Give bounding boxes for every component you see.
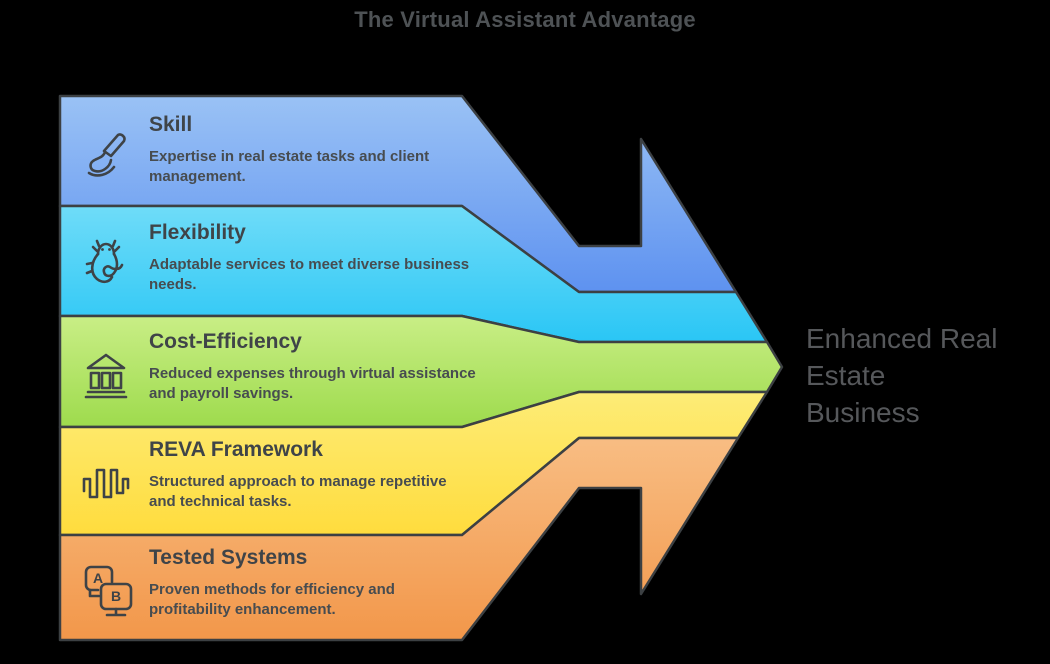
band-title: Cost-Efficiency	[149, 330, 302, 353]
band-description: Reduced expenses through virtual assista…	[149, 365, 476, 402]
band-skill: Skill Expertise in real estate tasks and…	[78, 113, 508, 187]
band-flexibility: Flexibility Adaptable services to meet d…	[78, 221, 508, 295]
band-description: Proven methods for efficiency and profit…	[149, 581, 395, 618]
band-description: Expertise in real estate tasks and clien…	[149, 148, 430, 185]
bank-icon	[78, 346, 134, 402]
band-cost-efficiency: Cost-Efficiency Reduced expenses through…	[78, 330, 508, 404]
svg-text:B: B	[111, 588, 121, 604]
result-label: Enhanced Real Estate Business	[806, 323, 998, 428]
ab-test-icon: A B	[78, 562, 134, 618]
band-tested-systems: A B Tested Systems Proven methods for ef…	[78, 546, 508, 620]
page-title: The Virtual Assistant Advantage	[354, 7, 696, 32]
band-title: Skill	[149, 113, 193, 136]
waveform-icon	[78, 454, 134, 510]
svg-text:A: A	[93, 570, 103, 586]
axolotl-icon	[78, 237, 134, 293]
band-title: REVA Framework	[149, 438, 323, 461]
band-title: Flexibility	[149, 221, 246, 244]
band-title: Tested Systems	[149, 546, 308, 569]
tested-systems-band-shape	[58, 436, 740, 642]
band-description: Adaptable services to meet diverse busin…	[149, 256, 470, 293]
band-description: Structured approach to manage repetitive…	[149, 473, 447, 510]
paintbrush-icon	[78, 129, 134, 185]
band-reva-framework: REVA Framework Structured approach to ma…	[78, 438, 508, 512]
